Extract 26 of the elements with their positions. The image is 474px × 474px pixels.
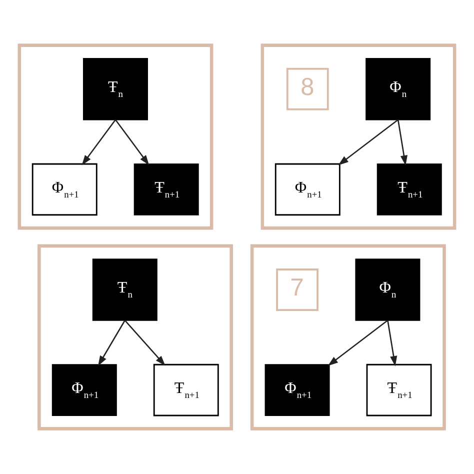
- node-box: Ŧ$_{n}$: [92, 258, 158, 321]
- arrow: [397, 120, 408, 166]
- node-box: Ŧ$_{n}$: [82, 58, 148, 120]
- node-box: Φ$_{n+1}$: [32, 163, 98, 216]
- arrow: [387, 320, 398, 366]
- arrow: [82, 119, 116, 166]
- cluster: [18, 44, 214, 230]
- node-box: Φ$_{n}$: [355, 258, 420, 321]
- node-box: Φ$_{n}$: [366, 58, 431, 120]
- node-box: Ŧ$_{n+1}$: [376, 164, 442, 216]
- cluster: [260, 44, 456, 230]
- node-box: 8: [286, 68, 329, 110]
- node-box: Ŧ$_{n+1}$: [366, 364, 432, 416]
- cluster: [250, 244, 446, 430]
- node-box: Φ$_{n+1}$: [274, 163, 340, 216]
- arrow: [98, 320, 126, 366]
- arrow: [338, 119, 398, 166]
- node-box: Φ$_{n+1}$: [52, 364, 117, 416]
- node-box: 7: [276, 268, 318, 311]
- node-box: Ŧ$_{n+1}$: [153, 364, 219, 416]
- arrow: [114, 119, 150, 166]
- arrow: [124, 320, 166, 366]
- node-box: Ŧ$_{n+1}$: [134, 164, 199, 216]
- cluster: [38, 244, 233, 430]
- node-box: Φ$_{n+1}$: [264, 364, 330, 416]
- arrow: [328, 320, 388, 366]
